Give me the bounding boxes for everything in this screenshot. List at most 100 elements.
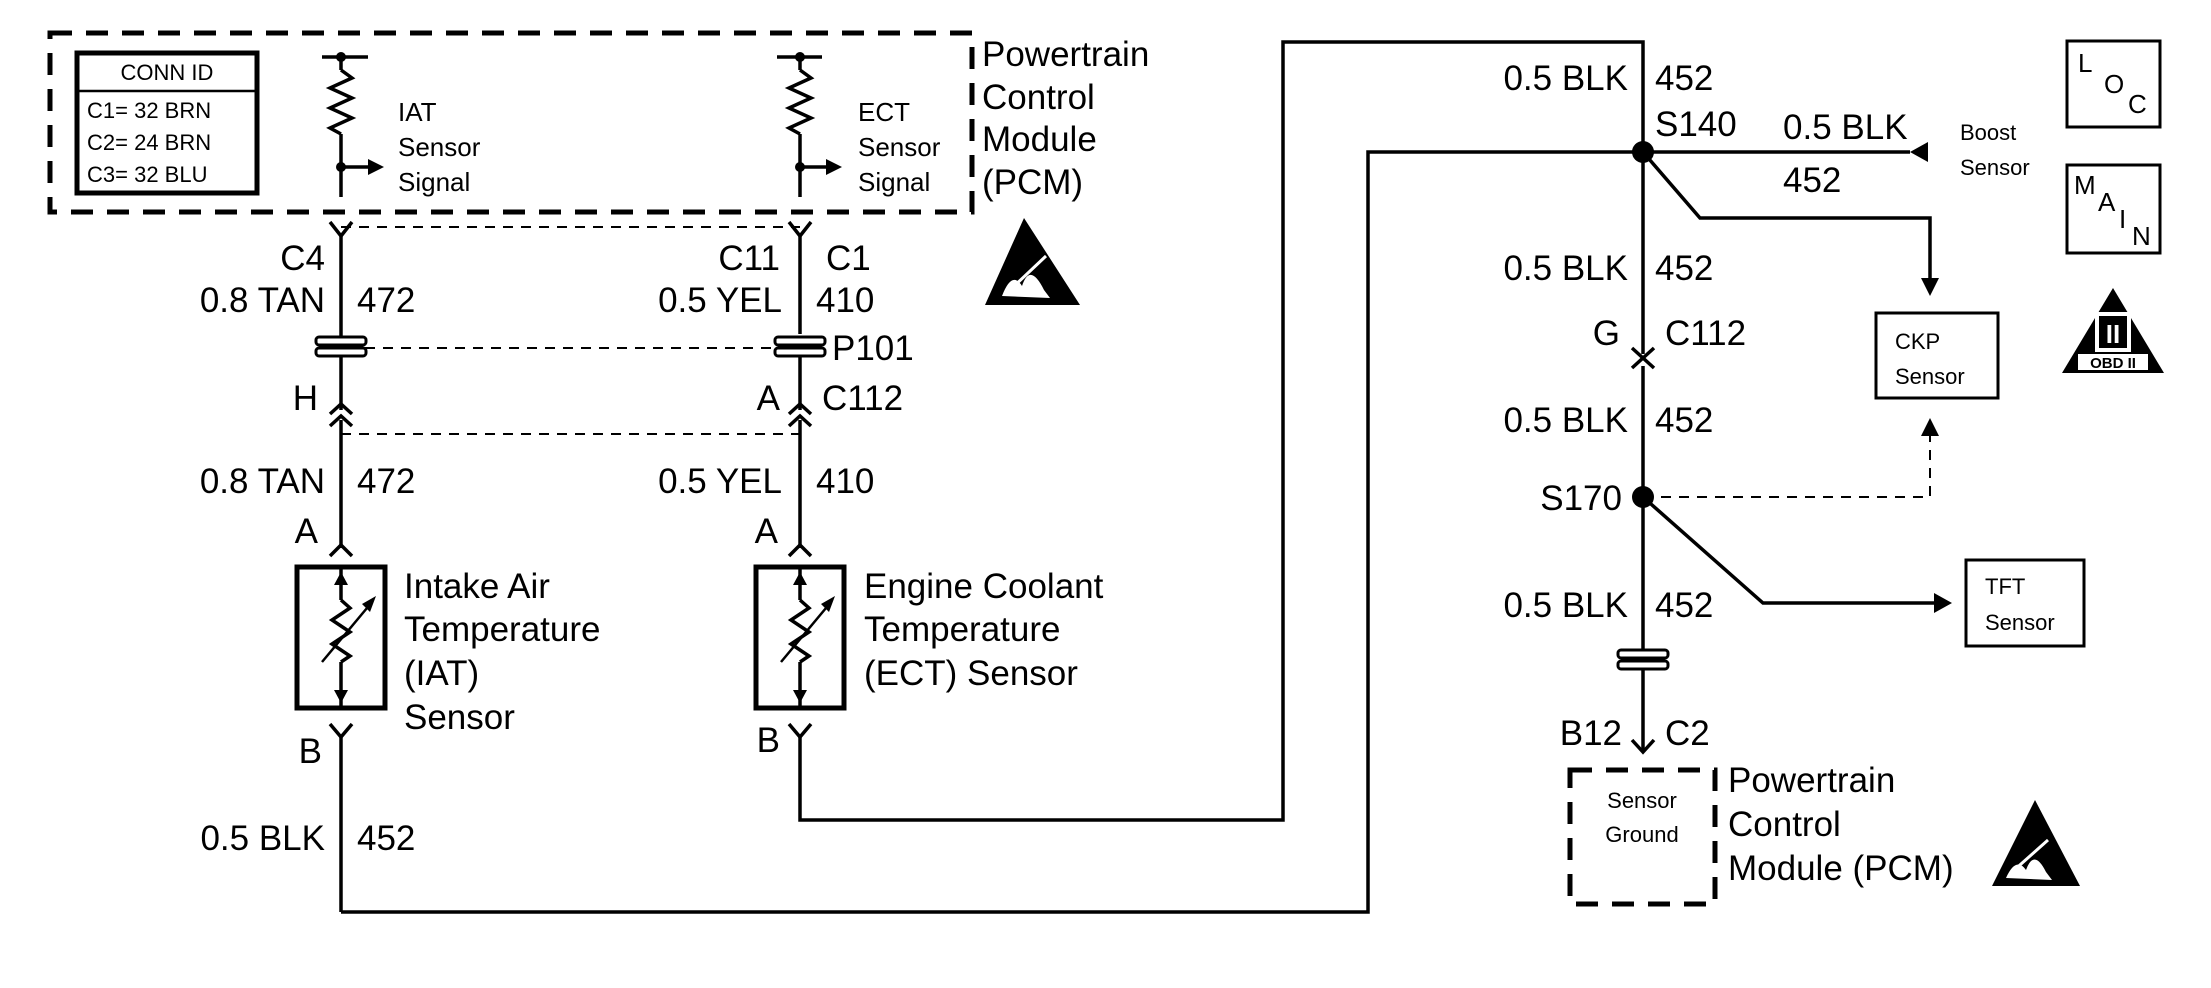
main-icon: M A I N bbox=[2065, 163, 2162, 255]
ect-connector-c112: C112 bbox=[822, 379, 903, 418]
svg-text:I: I bbox=[2119, 204, 2126, 234]
ckp-sensor-box bbox=[1874, 311, 2000, 400]
svg-text:L: L bbox=[2078, 48, 2092, 78]
sensor-ground-circuit: 0.5 BLK 452 S140 0.5 BLK 452 Boost Senso… bbox=[1503, 59, 2086, 907]
ground-pcm-connector: C2 bbox=[1665, 714, 1710, 753]
loc-icon: L O C bbox=[2065, 39, 2162, 129]
svg-text:Temperature: Temperature bbox=[864, 610, 1060, 649]
svg-text:N: N bbox=[2132, 221, 2151, 251]
conn-id-row-1: C1= 32 BRN bbox=[87, 98, 211, 123]
svg-text:Sensor: Sensor bbox=[404, 698, 515, 737]
ground-top-wire-color: 0.5 BLK bbox=[1503, 59, 1628, 98]
ect-wire-color-upper: 0.5 YEL bbox=[658, 281, 782, 320]
iat-ground-wire-color: 0.5 BLK bbox=[200, 819, 325, 858]
ect-pcm-connector: C1 bbox=[826, 239, 871, 278]
seg2-wire-color: 0.5 BLK bbox=[1503, 249, 1628, 288]
boost-circuit: 452 bbox=[1783, 161, 1841, 200]
svg-text:A: A bbox=[2098, 187, 2116, 217]
ground-conn-pin: G bbox=[1593, 314, 1620, 353]
svg-text:Engine Coolant: Engine Coolant bbox=[864, 567, 1104, 606]
ect-inline-connector-icon bbox=[773, 335, 827, 358]
esd-warning-icon bbox=[985, 218, 1080, 305]
boost-arrow-icon bbox=[1910, 142, 1928, 162]
svg-text:CKP: CKP bbox=[1895, 329, 1940, 354]
svg-text:O: O bbox=[2104, 69, 2124, 99]
svg-text:(PCM): (PCM) bbox=[982, 163, 1083, 202]
seg4-wire-color: 0.5 BLK bbox=[1503, 586, 1628, 625]
seg4-circuit: 452 bbox=[1655, 586, 1713, 625]
ect-circuit-lower: 410 bbox=[816, 462, 874, 501]
ect-circuit-upper: 410 bbox=[816, 281, 874, 320]
ect-sensor-pin-b: B bbox=[757, 721, 780, 760]
iat-circuit-lower: 472 bbox=[357, 462, 415, 501]
iat-wire-color-upper: 0.8 TAN bbox=[200, 281, 325, 320]
obd-ii-icon: II OBD II bbox=[2062, 288, 2164, 373]
iat-thermistor-icon bbox=[294, 564, 388, 711]
ground-pcm-pin: B12 bbox=[1560, 714, 1622, 753]
svg-text:IAT: IAT bbox=[398, 97, 437, 127]
svg-text:Powertrain: Powertrain bbox=[982, 35, 1149, 74]
conn-id-table: CONN ID C1= 32 BRN C2= 24 BRN C3= 32 BLU bbox=[74, 50, 260, 196]
iat-circuit: C4 0.8 TAN 472 H 0.8 TAN 472 A Intake Ai… bbox=[200, 150, 1643, 914]
svg-text:Sensor: Sensor bbox=[1985, 610, 2055, 635]
svg-text:ECT: ECT bbox=[858, 97, 910, 127]
ect-wire-color-lower: 0.5 YEL bbox=[658, 462, 782, 501]
conn-id-row-3: C3= 32 BLU bbox=[87, 162, 207, 187]
ground-top-circuit: 452 bbox=[1655, 59, 1713, 98]
svg-text:Sensor: Sensor bbox=[398, 132, 481, 162]
svg-text:Sensor: Sensor bbox=[1960, 155, 2030, 180]
ect-pcm-pin: C11 bbox=[718, 239, 780, 278]
iat-sensor-pin-b: B bbox=[299, 732, 322, 771]
esd-warning-icon-bottom bbox=[1992, 800, 2080, 886]
iat-pcm-pin: C4 bbox=[280, 239, 325, 278]
svg-text:(IAT): (IAT) bbox=[404, 654, 479, 693]
ect-circuit: C11 C1 0.5 YEL 410 P101 A C112 0.5 YEL 4… bbox=[658, 40, 1645, 822]
iat-sensor-pin-a: A bbox=[295, 512, 319, 551]
svg-text:Boost: Boost bbox=[1960, 120, 2016, 145]
ect-pullup-resistor: ECT Sensor Signal bbox=[777, 52, 941, 197]
boost-wire-color: 0.5 BLK bbox=[1783, 108, 1908, 147]
seg3-circuit: 452 bbox=[1655, 401, 1713, 440]
ground-inline-connector-icon bbox=[1616, 640, 1670, 671]
svg-text:Signal: Signal bbox=[858, 167, 930, 197]
svg-text:Powertrain: Powertrain bbox=[1728, 761, 1895, 800]
svg-text:TFT: TFT bbox=[1985, 574, 2025, 599]
ect-thermistor-icon bbox=[753, 564, 847, 711]
seg2-circuit: 452 bbox=[1655, 249, 1713, 288]
sensor-ground-dashed-box bbox=[1567, 767, 1718, 907]
ect-sensor-pin-a: A bbox=[755, 512, 779, 551]
svg-text:C: C bbox=[2128, 89, 2147, 119]
svg-text:Module (PCM): Module (PCM) bbox=[1728, 849, 1954, 888]
ect-inline-pin: A bbox=[757, 379, 781, 418]
tft-sensor-box bbox=[1964, 558, 2086, 648]
svg-text:M: M bbox=[2074, 170, 2096, 200]
splice-s170: S170 bbox=[1540, 479, 1622, 518]
svg-text:II: II bbox=[2106, 319, 2120, 349]
iat-wire-color-lower: 0.8 TAN bbox=[200, 462, 325, 501]
pcm-top-label: Powertrain Control Module (PCM) bbox=[982, 35, 1149, 202]
iat-pullup-resistor: IAT Sensor Signal bbox=[322, 52, 481, 197]
svg-text:Module: Module bbox=[982, 120, 1097, 159]
iat-circuit-upper: 472 bbox=[357, 281, 415, 320]
svg-text:Intake Air: Intake Air bbox=[404, 567, 550, 606]
svg-text:Ground: Ground bbox=[1605, 822, 1678, 847]
svg-text:Control: Control bbox=[1728, 805, 1841, 844]
conn-id-row-2: C2= 24 BRN bbox=[87, 130, 211, 155]
splice-s140: S140 bbox=[1655, 105, 1737, 144]
svg-text:Sensor: Sensor bbox=[858, 132, 941, 162]
ect-connector-p101: P101 bbox=[832, 329, 914, 368]
svg-text:(ECT) Sensor: (ECT) Sensor bbox=[864, 654, 1078, 693]
svg-text:Temperature: Temperature bbox=[404, 610, 600, 649]
pcm-top-dashed-box bbox=[47, 30, 975, 215]
ground-conn-id: C112 bbox=[1665, 314, 1746, 353]
seg3-wire-color: 0.5 BLK bbox=[1503, 401, 1628, 440]
iat-ground-circuit: 452 bbox=[357, 819, 415, 858]
svg-text:Sensor: Sensor bbox=[1607, 788, 1677, 813]
iat-inline-connector-icon bbox=[314, 334, 368, 358]
svg-text:Signal: Signal bbox=[398, 167, 470, 197]
iat-inline-pin: H bbox=[293, 379, 318, 418]
svg-text:OBD II: OBD II bbox=[2090, 355, 2136, 372]
conn-id-title: CONN ID bbox=[121, 60, 214, 85]
svg-text:Sensor: Sensor bbox=[1895, 364, 1965, 389]
